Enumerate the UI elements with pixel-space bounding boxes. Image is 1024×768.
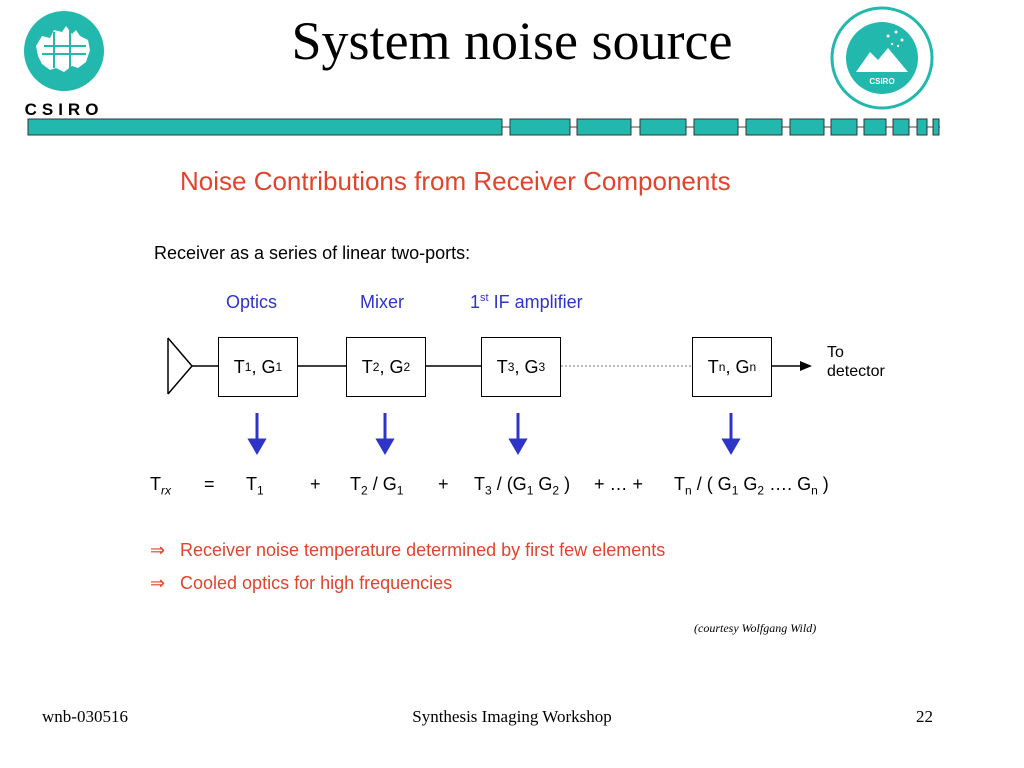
figure-subheading: Receiver as a series of linear two-ports… — [154, 243, 471, 263]
equation-ellipsis: + … + — [594, 474, 644, 494]
output-arrow-icon — [800, 361, 812, 371]
antenna-icon — [167, 337, 193, 395]
csiro-wordmark: CSIRO — [24, 100, 104, 119]
conclusion-bullet-2: ⇒Cooled optics for high frequencies — [150, 573, 453, 593]
stage-label-optics: Optics — [226, 292, 278, 312]
atnf-seal-logo: CSIRO — [830, 6, 934, 110]
conclusion-bullet-1: ⇒Receiver noise temperature determined b… — [150, 540, 666, 560]
footer-left: wnb-030516 — [42, 707, 128, 726]
stage-label-mixer: Mixer — [360, 292, 404, 312]
figure-heading: Noise Contributions from Receiver Compon… — [180, 166, 731, 196]
equation-term-n: Tn / ( G1 G2 …. Gn ) — [674, 474, 829, 498]
atnf-seal-csiro-text: CSIRO — [869, 77, 894, 86]
stage-label-if-amplifier: 1st IF amplifier — [470, 292, 583, 312]
page-number: 22 — [916, 707, 933, 726]
australia-map-icon — [36, 26, 90, 72]
detector-label: To detector — [827, 344, 885, 380]
implies-arrow-icon: ⇒ — [150, 540, 166, 560]
implies-arrow-icon: ⇒ — [150, 573, 166, 593]
equation-plus: + — [438, 474, 449, 494]
header-divider-bar — [27, 118, 940, 136]
courtesy-note: (courtesy Wolfgang Wild) — [694, 621, 817, 635]
equation-term-1: T1 — [246, 474, 264, 498]
equation-term-3: T3 / (G1 G2 ) — [474, 474, 571, 498]
equation-equals: = — [204, 474, 215, 494]
equation-plus: + — [310, 474, 321, 494]
equation-term-2: T2 / G1 — [350, 474, 404, 498]
footer-center: Synthesis Imaging Workshop — [412, 707, 612, 726]
slide-title: System noise source — [291, 11, 733, 71]
equation-lhs: Trx — [150, 474, 171, 498]
csiro-logo — [24, 11, 104, 91]
